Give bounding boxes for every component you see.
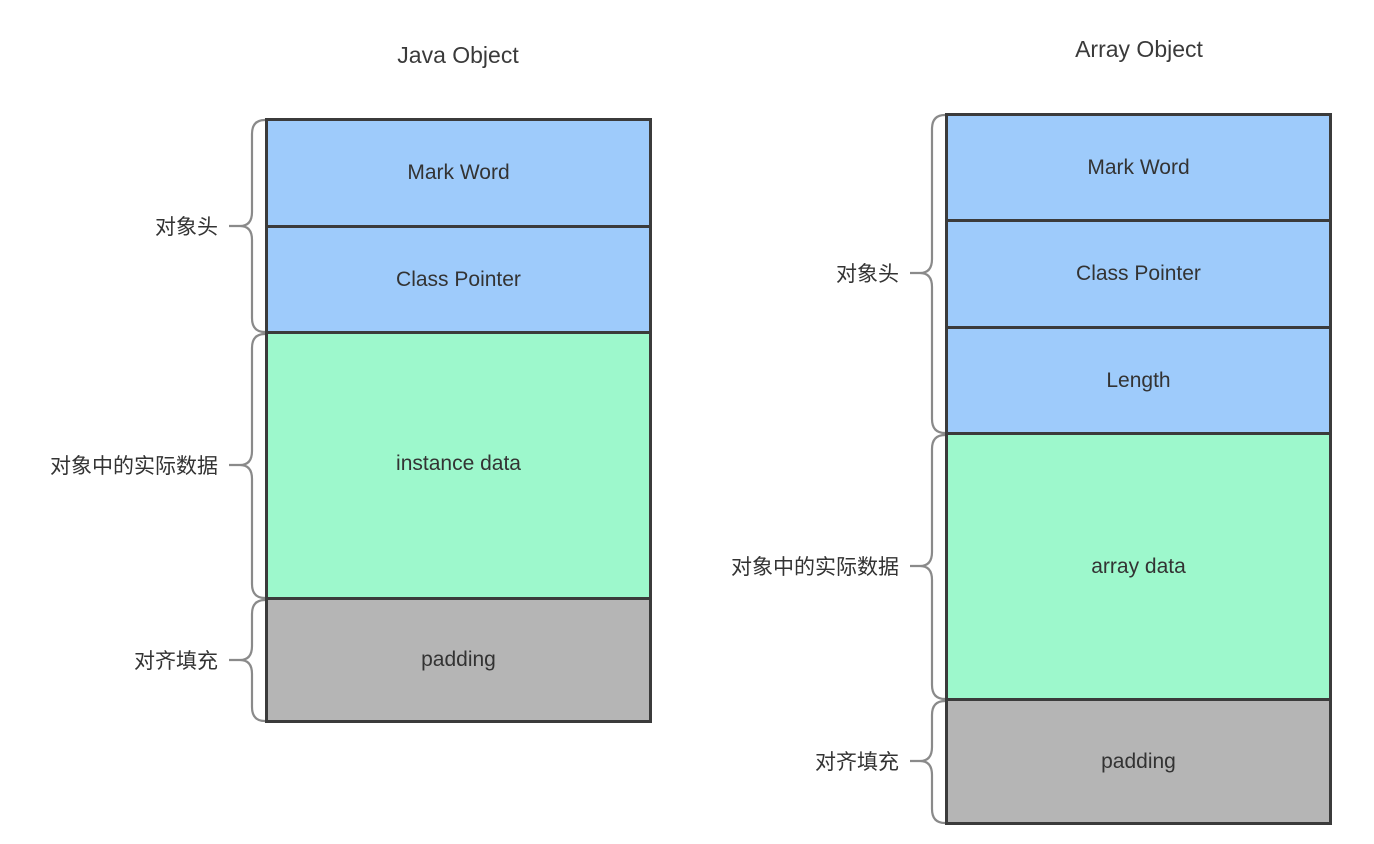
java-header-brace — [229, 118, 266, 334]
array-padding-label: padding — [1101, 749, 1176, 773]
java-padding-brace — [229, 598, 266, 723]
array-length-block: Length — [945, 326, 1332, 436]
java-object-title: Java Object — [397, 42, 519, 68]
array-object-title: Array Object — [1075, 36, 1203, 62]
java-padding-group-label: 对齐填充 — [134, 649, 218, 673]
java-header-group-label: 对象头 — [155, 215, 218, 239]
java-padding-block: padding — [265, 597, 652, 723]
java-class-pointer-label: Class Pointer — [396, 267, 521, 291]
array-header-group-label: 对象头 — [836, 262, 899, 286]
array-padding-group-label: 对齐填充 — [815, 750, 899, 774]
java-data-brace — [229, 332, 266, 600]
array-length-label: Length — [1106, 369, 1171, 392]
java-data-group-label: 对象中的实际数据 — [50, 454, 218, 478]
array-mark-word-label: Mark Word — [1087, 155, 1190, 179]
array-data-group-label: 对象中的实际数据 — [731, 555, 899, 579]
java-padding-label: padding — [421, 648, 496, 671]
array-data-label: array data — [1091, 555, 1186, 578]
java-mark-word-block: Mark Word — [265, 118, 652, 228]
array-class-pointer-block: Class Pointer — [945, 219, 1332, 329]
array-mark-word-block: Mark Word — [945, 113, 1332, 222]
java-instance-data-block: instance data — [265, 331, 652, 601]
java-mark-word-label: Mark Word — [407, 161, 510, 184]
array-class-pointer-label: Class Pointer — [1076, 262, 1201, 285]
array-data-brace — [910, 433, 946, 701]
array-header-brace — [910, 113, 946, 435]
array-padding-block: padding — [945, 698, 1332, 825]
array-data-block: array data — [945, 432, 1332, 702]
array-padding-brace — [910, 699, 946, 825]
java-instance-data-label: instance data — [396, 452, 521, 475]
